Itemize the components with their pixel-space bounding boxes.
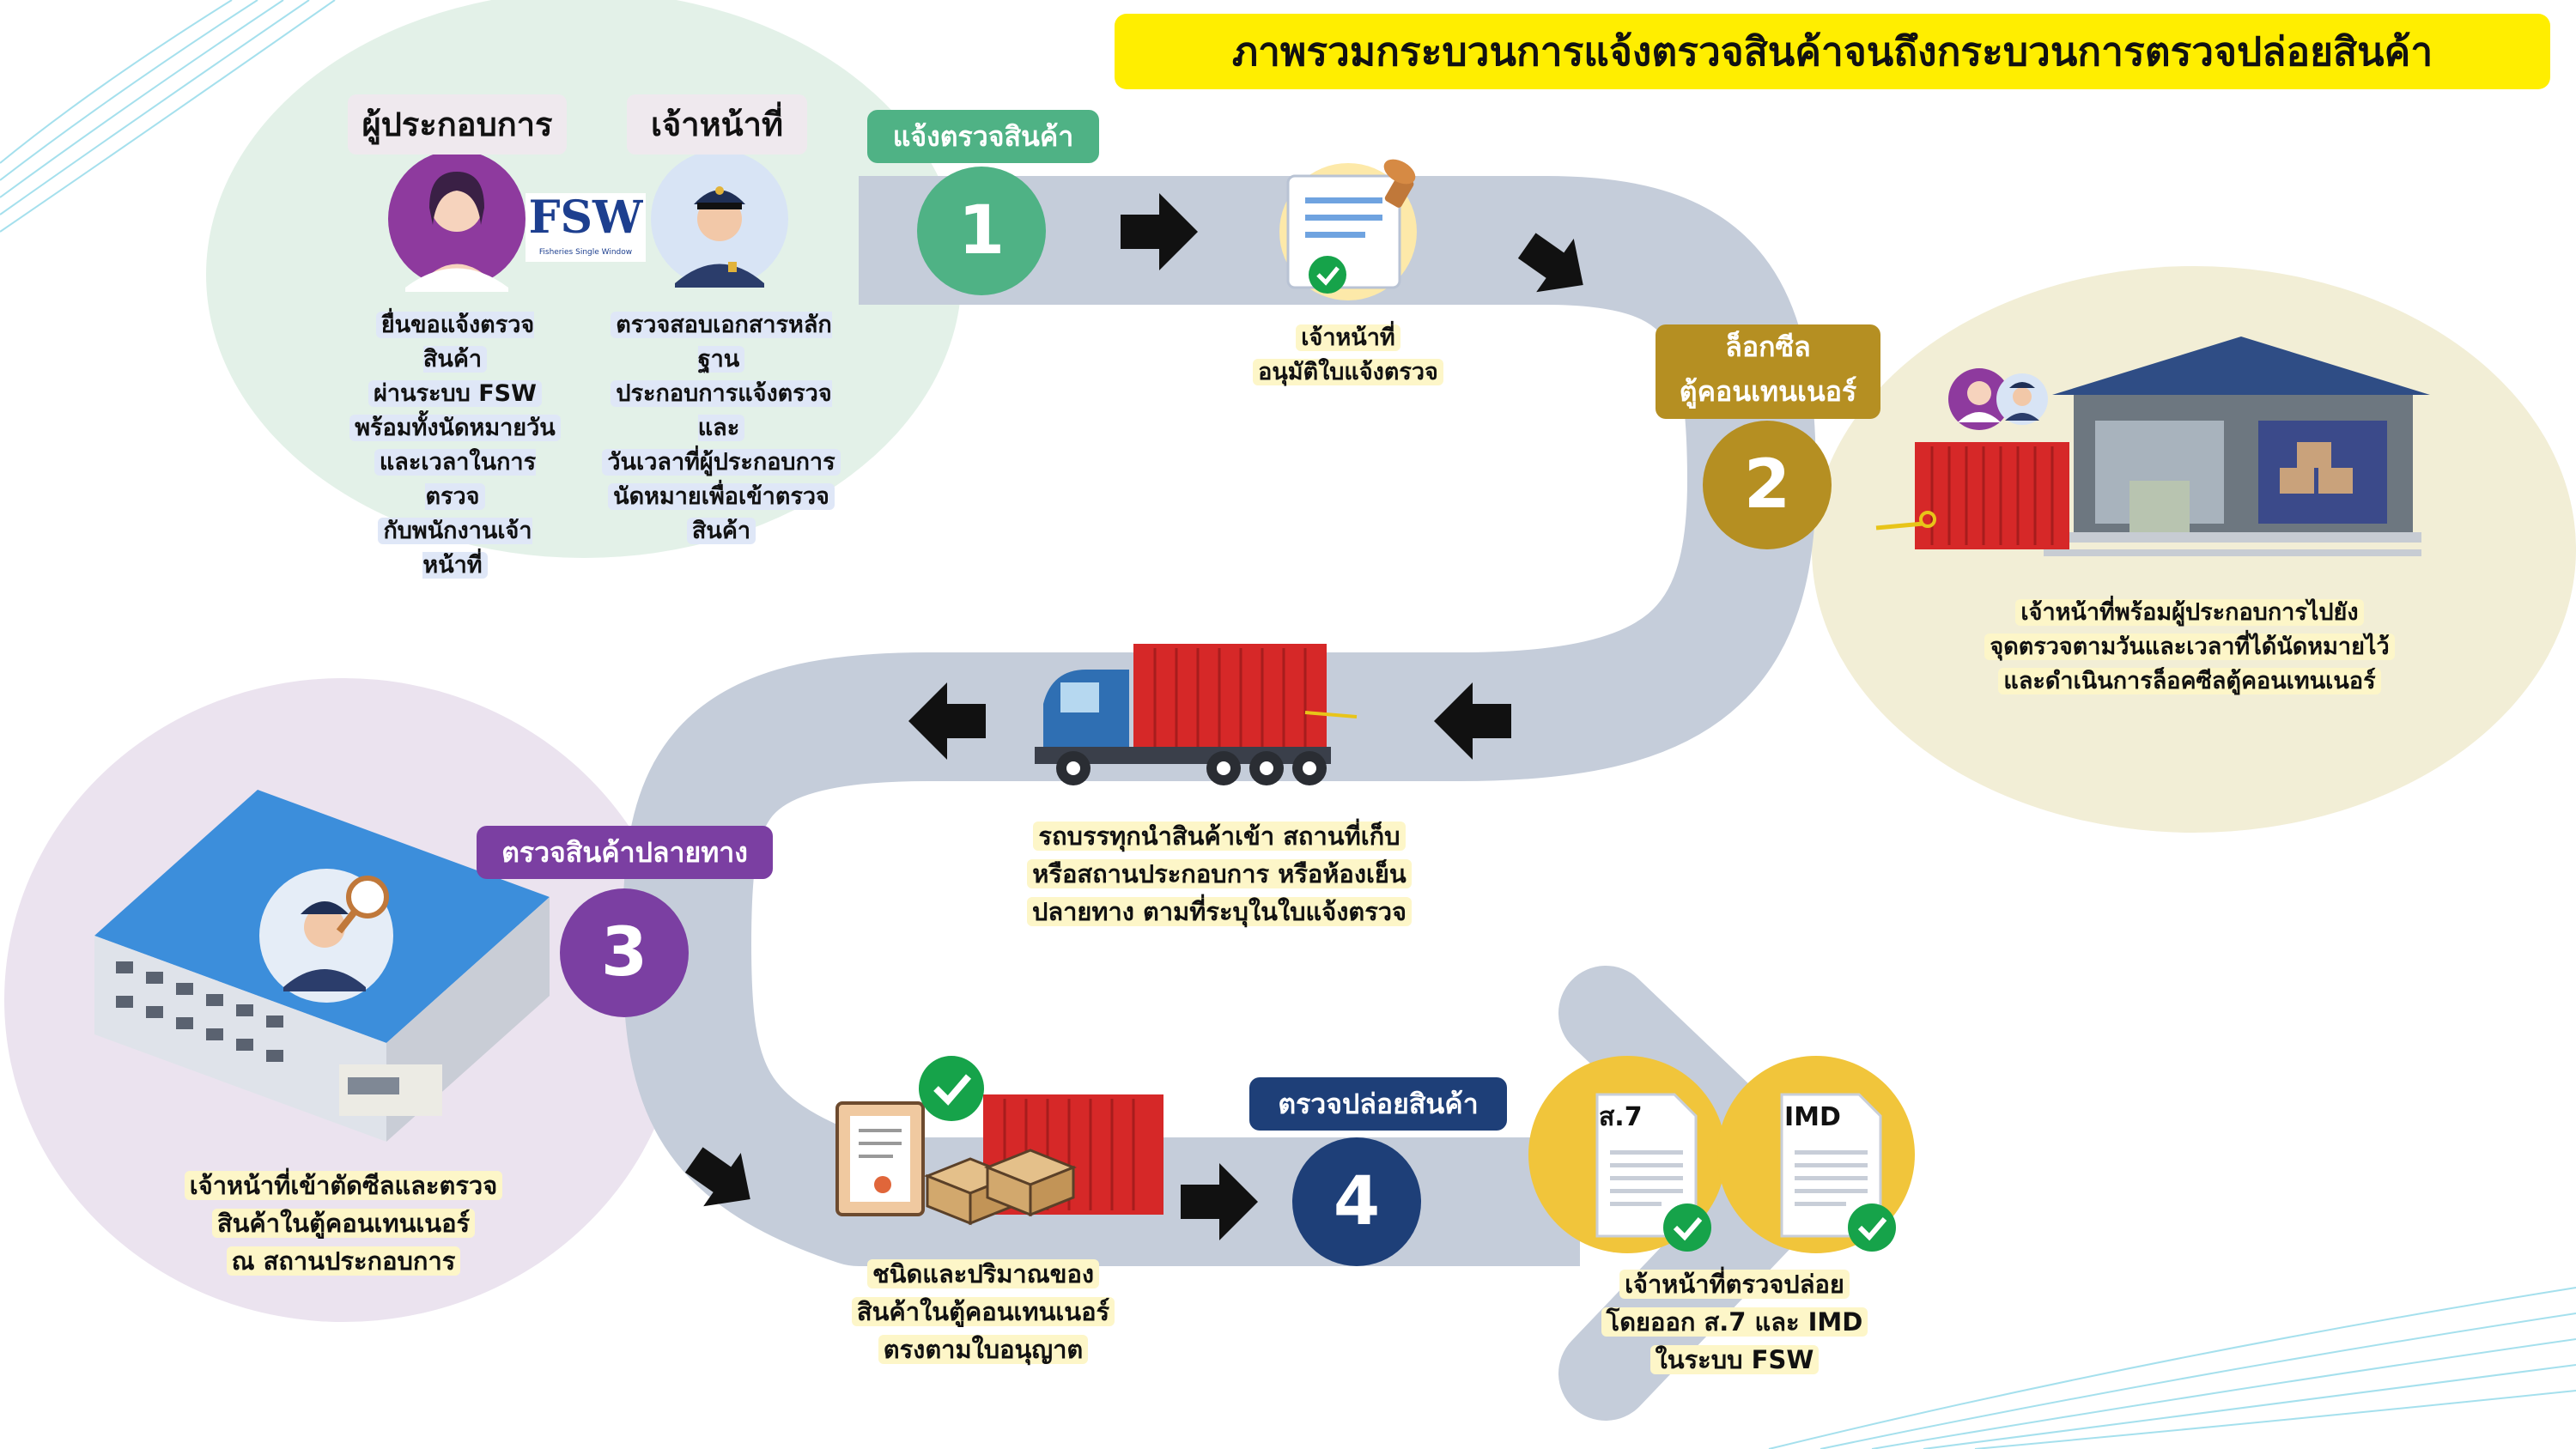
doc-s7-label: ส.7 bbox=[1599, 1102, 1643, 1132]
seal-desc-line1: เจ้าหน้าที่พร้อมผู้ประกอบการไปยัง bbox=[2015, 599, 2364, 626]
step2-label-line1: ล็อกซีล bbox=[1725, 330, 1811, 363]
operator-description: ยื่นขอแจ้งตรวจสินค้า ผ่านระบบ FSW พร้อมท… bbox=[339, 305, 571, 586]
officer-desc-line5: สินค้า bbox=[686, 518, 756, 544]
officer-avatar-icon bbox=[651, 150, 788, 288]
fsw-logo-subtext: Fisheries Single Window bbox=[538, 248, 633, 257]
step3-label: ตรวจสินค้าปลายทาง bbox=[477, 826, 773, 879]
approve-description: เจ้าหน้าที่ อนุมัติใบแจ้งตรวจ bbox=[1228, 318, 1468, 393]
officer-desc-line4: นัดหมายเพื่อเข้าตรวจ bbox=[608, 483, 835, 510]
step2-number: 2 bbox=[1703, 421, 1832, 549]
inspect-desc-line1: เจ้าหน้าที่เข้าตัดซีลและตรวจ bbox=[184, 1171, 503, 1200]
seal-desc-line3: และดำเนินการล็อคซีลตู้คอนเทนเนอร์ bbox=[1998, 668, 2381, 694]
step4-number: 4 bbox=[1292, 1137, 1421, 1266]
officer-desc-line3: วันเวลาที่ผู้ประกอบการ bbox=[602, 449, 841, 476]
operator-desc-line4: และเวลาในการตรวจ bbox=[374, 449, 537, 510]
truck-desc-line3: ปลายทาง ตามที่ระบุในใบแจ้งตรวจ bbox=[1026, 897, 1413, 926]
inspection-building-illustration bbox=[94, 790, 550, 1142]
release-desc-line2: โดยออก ส.7 และ IMD bbox=[1601, 1307, 1868, 1337]
officer-desc-line2: ประกอบการแจ้งตรวจและ bbox=[611, 380, 832, 441]
page-title: ภาพรวมกระบวนการแจ้งตรวจสินค้าจนถึงกระบวน… bbox=[1115, 14, 2550, 89]
operator-desc-line5: กับพนักงานเจ้าหน้าที่ bbox=[378, 518, 532, 579]
officer-desc-line1: ตรวจสอบเอกสารหลักฐาน bbox=[611, 312, 832, 373]
release-desc-line1: เจ้าหน้าที่ตรวจปล่อย bbox=[1619, 1270, 1850, 1299]
inspect-desc-line3: ณ สถานประกอบการ bbox=[226, 1246, 461, 1276]
goods-desc-line2: สินค้าในตู้คอนเทนเนอร์ bbox=[851, 1297, 1115, 1326]
step4-label: ตรวจปล่อยสินค้า bbox=[1249, 1077, 1507, 1131]
approved-document-icon bbox=[1279, 159, 1417, 300]
release-documents-illustration bbox=[1528, 1056, 1915, 1253]
step2-label-line2: ตู้คอนเทนเนอร์ bbox=[1679, 375, 1857, 408]
goods-desc-line3: ตรงตามใบอนุญาต bbox=[878, 1335, 1089, 1364]
inspect-description: เจ้าหน้าที่เข้าตัดซีลและตรวจ สินค้าในตู้… bbox=[146, 1163, 541, 1283]
inspect-desc-line2: สินค้าในตู้คอนเทนเนอร์ bbox=[211, 1209, 476, 1238]
goods-description: ชนิดและปริมาณของ สินค้าในตู้คอนเทนเนอร์ … bbox=[820, 1252, 1146, 1372]
goods-desc-line1: ชนิดและปริมาณของ bbox=[866, 1259, 1100, 1288]
step3-number: 3 bbox=[560, 888, 689, 1017]
step1-label: แจ้งตรวจสินค้า bbox=[867, 110, 1099, 163]
truck-desc-line2: หรือสถานประกอบการ หรือห้องเย็น bbox=[1027, 859, 1412, 888]
arrow-down-right-icon-2 bbox=[684, 1147, 750, 1207]
fsw-logo-text: FSW bbox=[528, 191, 643, 244]
arrow-left-icon bbox=[1434, 682, 1511, 760]
operator-desc-line3: พร้อมทั้งนัดหมายวัน bbox=[349, 415, 561, 441]
step1-number: 1 bbox=[917, 167, 1046, 295]
officer-description: ตรวจสอบเอกสารหลักฐาน ประกอบการแจ้งตรวจแล… bbox=[584, 305, 859, 552]
seal-desc-line2: จุดตรวจตามวันและเวลาที่ได้นัดหมายไว้ bbox=[1984, 634, 2395, 660]
seal-description: เจ้าหน้าที่พร้อมผู้ประกอบการไปยัง จุดตรว… bbox=[1923, 592, 2456, 702]
approve-desc-line1: เจ้าหน้าที่ bbox=[1296, 324, 1400, 351]
release-description: เจ้าหน้าที่ตรวจปล่อย โดยออก ส.7 และ IMD … bbox=[1571, 1262, 1898, 1382]
goods-verified-illustration bbox=[835, 1056, 1163, 1226]
corner-wave-decoration bbox=[0, 0, 336, 233]
truck-desc-line1: รถบรรทุกนำสินค้าเข้า สถานที่เก็บ bbox=[1033, 822, 1406, 851]
step2-label: ล็อกซีล ตู้คอนเทนเนอร์ bbox=[1656, 324, 1880, 419]
truck-description: รถบรรทุกนำสินค้าเข้า สถานที่เก็บ หรือสถา… bbox=[962, 814, 1477, 934]
operator-role-label: ผู้ประกอบการ bbox=[348, 94, 567, 155]
corner-wave-decoration-bottom bbox=[1768, 1287, 2576, 1449]
container-truck-icon bbox=[1035, 644, 1358, 785]
fsw-logo bbox=[526, 193, 646, 262]
operator-avatar-icon bbox=[388, 150, 526, 292]
arrow-left-icon-2 bbox=[908, 682, 986, 760]
warehouse-seal-illustration bbox=[1875, 336, 2430, 556]
doc-imd-label: IMD bbox=[1784, 1102, 1841, 1132]
release-desc-line3: ในระบบ FSW bbox=[1649, 1345, 1820, 1374]
operator-desc-line1: ยื่นขอแจ้งตรวจสินค้า bbox=[375, 312, 535, 373]
arrow-right-icon bbox=[1121, 193, 1198, 270]
arrow-right-icon-2 bbox=[1181, 1163, 1258, 1240]
officer-role-label: เจ้าหน้าที่ bbox=[627, 94, 807, 155]
approve-desc-line2: อนุมัติใบแจ้งตรวจ bbox=[1253, 359, 1443, 385]
arrow-down-right-icon bbox=[1517, 233, 1583, 293]
operator-desc-line2: ผ่านระบบ FSW bbox=[368, 380, 542, 407]
